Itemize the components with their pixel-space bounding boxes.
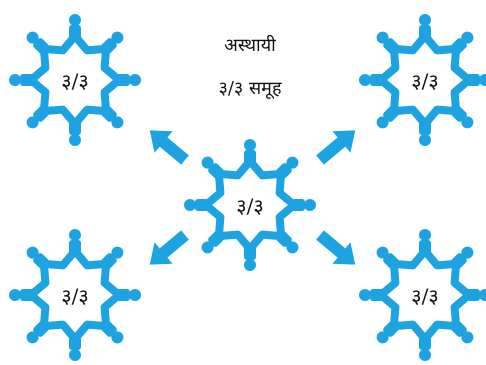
people-circle-icon [9, 229, 141, 361]
arrow-icon [149, 230, 189, 265]
people-circle-icon [359, 229, 486, 361]
group-top-right: ३/३ [355, 10, 486, 150]
arrow-icon [316, 130, 356, 165]
group-label: ३/३ [236, 193, 264, 218]
arrow-icon [316, 230, 356, 265]
people-circle-icon [359, 14, 486, 146]
group-bottom-right: ३/३ [355, 225, 486, 365]
group-center: ३/३ [180, 135, 320, 275]
diagram-subtitle: ३/३ समूह [218, 78, 282, 99]
group-label: ३/३ [61, 283, 89, 308]
group-bottom-left: ३/३ [5, 225, 145, 365]
diagram-title: अस्थायी [224, 35, 276, 56]
group-label: ३/३ [411, 68, 439, 93]
arrow-icon [149, 130, 189, 165]
people-circle-icon [184, 139, 316, 271]
group-label: ३/३ [411, 283, 439, 308]
group-top-left: ३/३ [5, 10, 145, 150]
people-circle-icon [9, 14, 141, 146]
group-label: ३/३ [61, 68, 89, 93]
